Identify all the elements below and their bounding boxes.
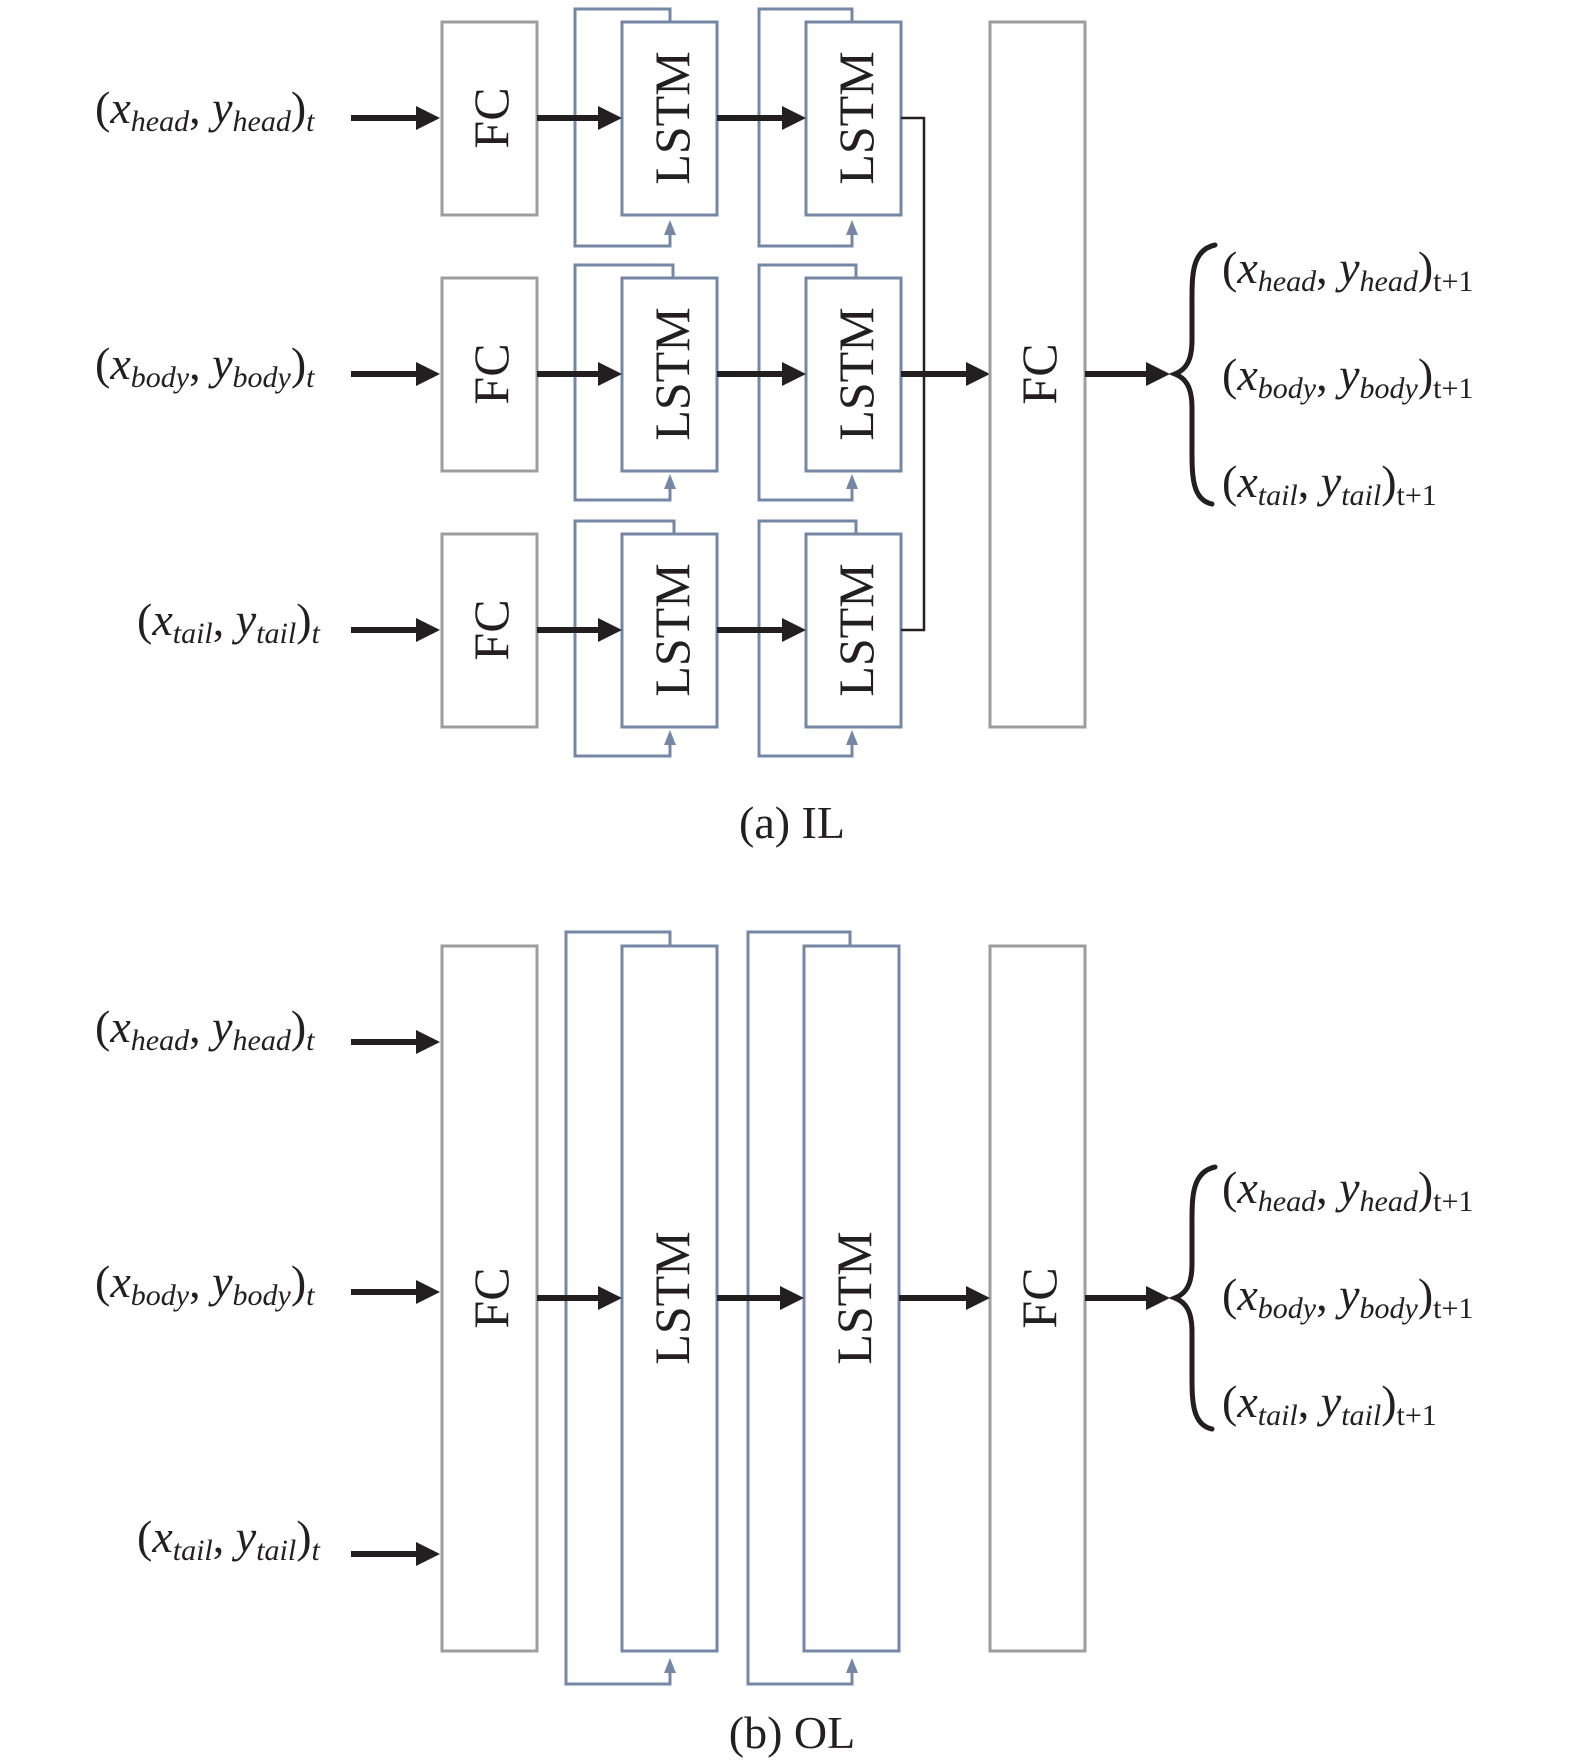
recurrent-loop-icon bbox=[573, 519, 676, 758]
loop-arrowhead-icon bbox=[846, 730, 858, 745]
lstm2-label-ol: LSTM bbox=[826, 1231, 882, 1364]
lstm1-label-body-il: LSTM bbox=[644, 307, 700, 440]
input-arrow-head-il bbox=[351, 106, 440, 130]
lstm1-label-ol: LSTM bbox=[644, 1231, 700, 1364]
input-arrow-body-il bbox=[351, 362, 440, 386]
loop-arrowhead-icon bbox=[664, 474, 676, 489]
arrow-to-output-il bbox=[1085, 362, 1170, 386]
arrow-lstm1-lstm2-ol bbox=[717, 1286, 804, 1310]
recurrent-loop-icon bbox=[757, 7, 854, 248]
input-label-body-ol: (xbody, ybody)t bbox=[95, 1256, 315, 1312]
fc-output-label-ol: FC bbox=[1011, 1267, 1067, 1328]
input-label-head-il: (xhead, yhead)t bbox=[95, 82, 315, 138]
arrow-to-output-ol bbox=[1085, 1286, 1170, 1310]
caption-il: (a) IL bbox=[739, 797, 845, 848]
loop-arrowhead-icon bbox=[846, 220, 858, 235]
brace-icon bbox=[1168, 1164, 1218, 1432]
arrow-merge-to-fc-il bbox=[901, 362, 990, 386]
arrow-fc-lstm1-head-il bbox=[537, 106, 622, 130]
arrow-lstm2-fc-ol bbox=[899, 1286, 990, 1310]
panel-il: (xhead, yhead)t (xbody, ybody)t (xtail, … bbox=[95, 7, 1473, 848]
arrow-fc-lstm1-body-il bbox=[537, 362, 622, 386]
loop-arrowhead-icon bbox=[664, 220, 676, 235]
recurrent-loop-icon bbox=[746, 930, 854, 1686]
recurrent-loop-icon bbox=[757, 263, 858, 502]
output-label-head-il: (xhead, yhead)t+1 bbox=[1222, 242, 1473, 298]
arrow-lstm1-lstm2-body-il bbox=[717, 362, 806, 386]
output-label-body-il: (xbody, ybody)t+1 bbox=[1222, 349, 1473, 405]
input-label-body-il: (xbody, ybody)t bbox=[95, 338, 315, 394]
fc-label-head-il: FC bbox=[463, 87, 519, 148]
fc-output-label-il: FC bbox=[1011, 343, 1067, 404]
fc-label-tail-il: FC bbox=[463, 599, 519, 660]
input-label-tail-il: (xtail, ytail)t bbox=[137, 594, 321, 650]
input-label-tail-ol: (xtail, ytail)t bbox=[137, 1511, 321, 1567]
caption-ol: (b) OL bbox=[729, 1707, 855, 1758]
input-arrow-head-ol bbox=[351, 1030, 440, 1054]
output-label-tail-il: (xtail, ytail)t+1 bbox=[1222, 456, 1437, 512]
loop-arrowhead-icon bbox=[664, 730, 676, 745]
recurrent-loop-icon bbox=[564, 930, 672, 1686]
lstm1-label-tail-il: LSTM bbox=[644, 563, 700, 696]
recurrent-loop-icon bbox=[573, 263, 675, 502]
lstm2-label-head-il: LSTM bbox=[828, 51, 884, 184]
arrow-lstm1-lstm2-tail-il bbox=[717, 618, 806, 642]
input-arrow-tail-ol bbox=[351, 1542, 440, 1566]
loop-arrowhead-icon bbox=[846, 474, 858, 489]
panel-ol: (xhead, yhead)t (xbody, ybody)t (xtail, … bbox=[95, 930, 1473, 1758]
lstm2-label-body-il: LSTM bbox=[828, 307, 884, 440]
loop-arrowhead-icon bbox=[664, 1658, 676, 1673]
recurrent-loop-icon bbox=[757, 519, 858, 758]
lstm1-label-head-il: LSTM bbox=[644, 51, 700, 184]
brace-icon bbox=[1168, 242, 1218, 507]
lstm2-label-tail-il: LSTM bbox=[828, 563, 884, 696]
arrow-fc-lstm1-tail-il bbox=[537, 618, 622, 642]
recurrent-loop-icon bbox=[573, 7, 672, 248]
arrow-fc-lstm1-ol bbox=[537, 1286, 622, 1310]
input-arrow-tail-il bbox=[351, 618, 440, 642]
fc-label-body-il: FC bbox=[463, 343, 519, 404]
output-label-tail-ol: (xtail, ytail)t+1 bbox=[1222, 1376, 1437, 1432]
input-label-head-ol: (xhead, yhead)t bbox=[95, 1001, 315, 1057]
arrow-lstm1-lstm2-head-il bbox=[717, 106, 806, 130]
output-label-body-ol: (xbody, ybody)t+1 bbox=[1222, 1269, 1473, 1325]
fc-input-label-ol: FC bbox=[463, 1267, 519, 1328]
input-arrow-body-ol bbox=[351, 1280, 440, 1304]
loop-arrowhead-icon bbox=[846, 1658, 858, 1673]
output-label-head-ol: (xhead, yhead)t+1 bbox=[1222, 1162, 1473, 1218]
